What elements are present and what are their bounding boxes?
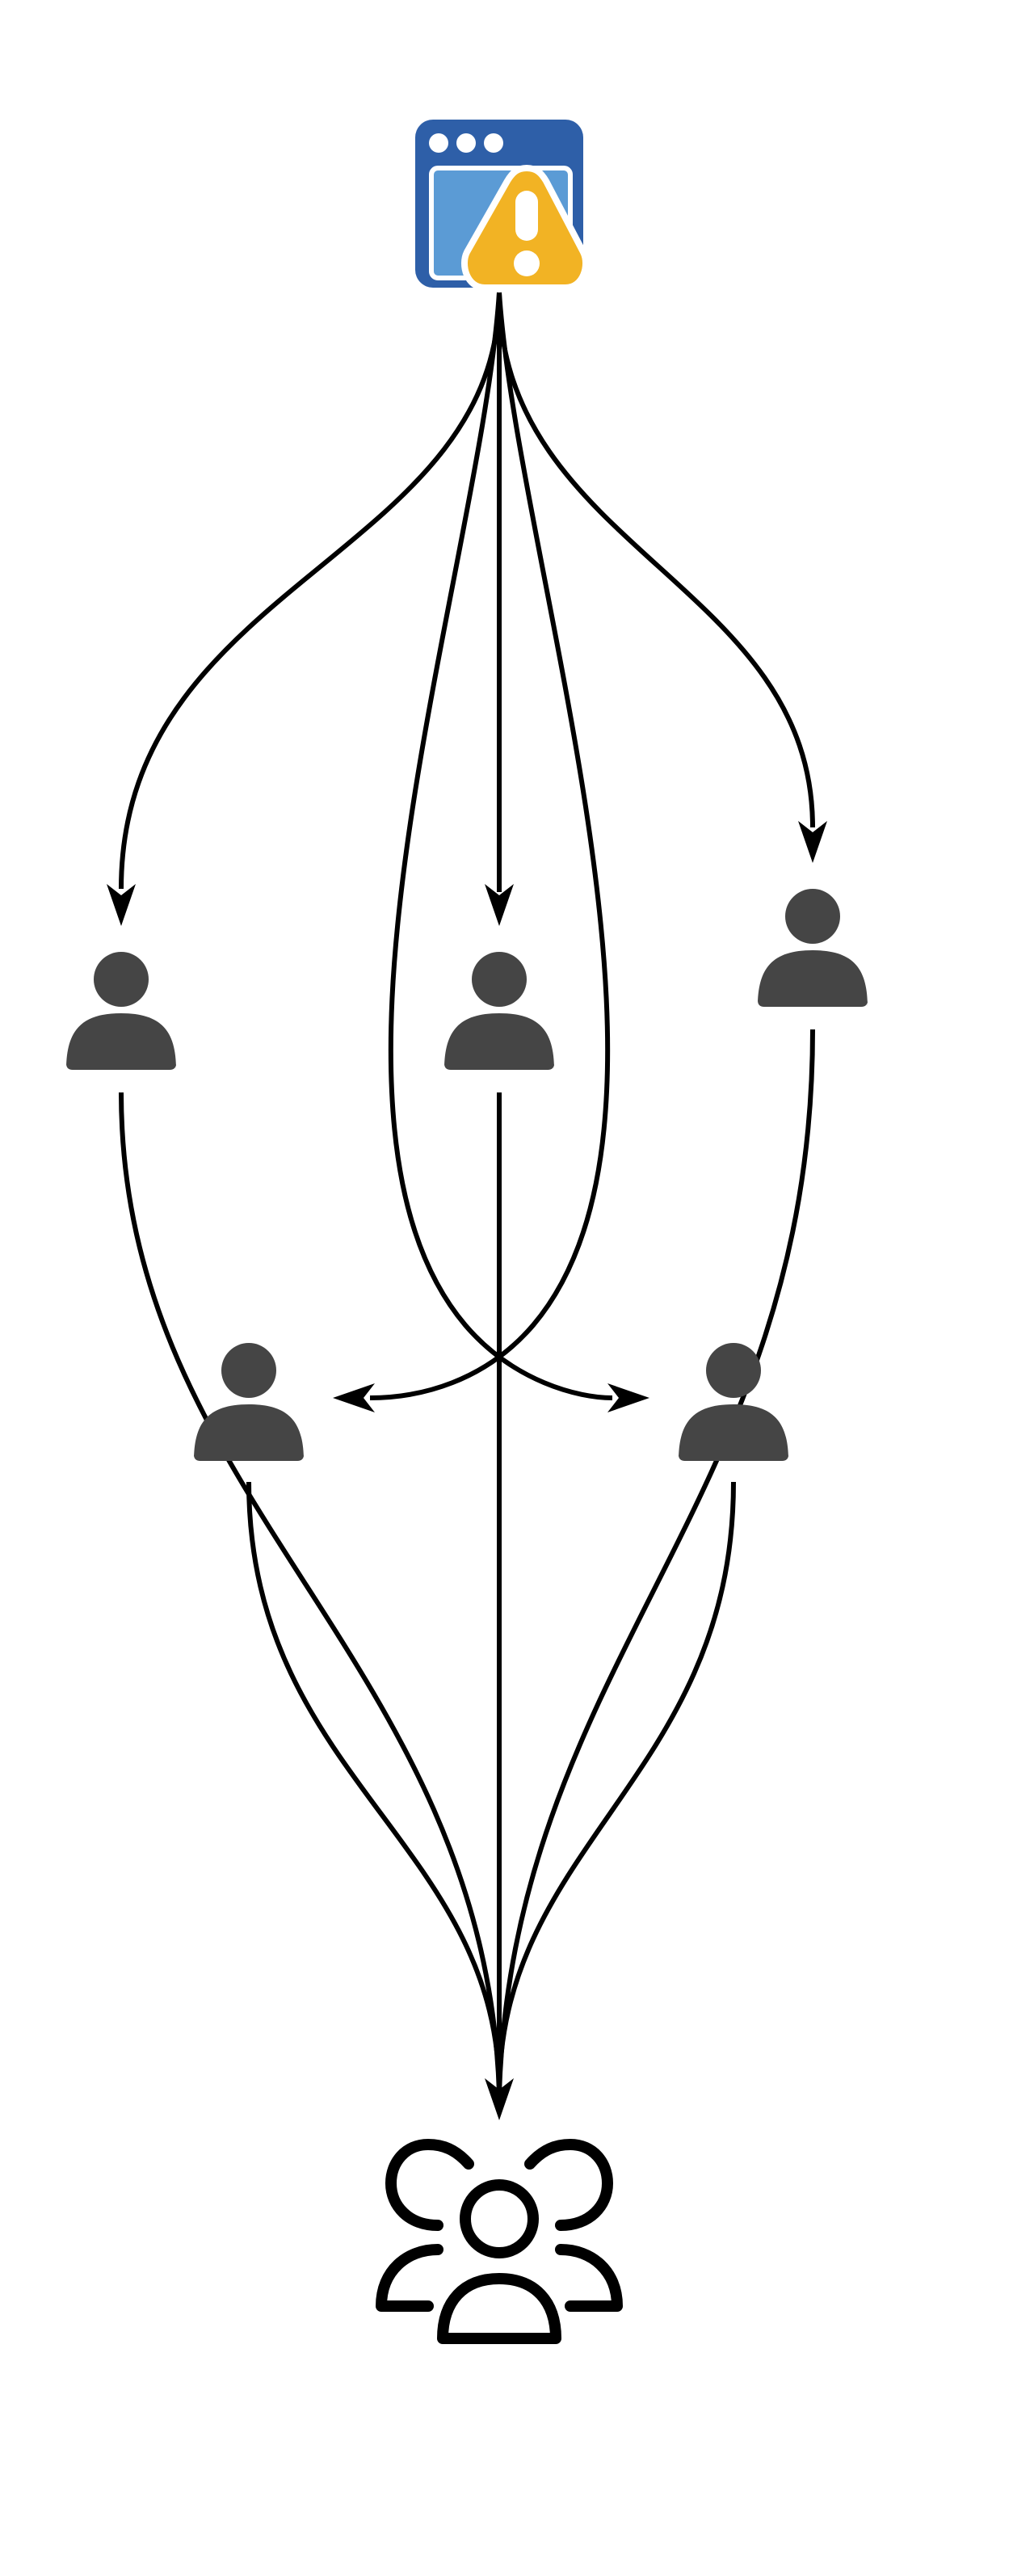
edge-source-to-person-lower-left xyxy=(369,292,611,1400)
person-lower-left-icon[interactable] xyxy=(194,1343,304,1461)
warning-mark-dot xyxy=(514,250,540,276)
edge-person-right-to-group xyxy=(497,1029,815,2094)
person-left-icon[interactable] xyxy=(66,952,176,1070)
person-body xyxy=(194,1404,304,1461)
person-body xyxy=(679,1404,788,1461)
person-head xyxy=(221,1343,276,1398)
arrowhead-group xyxy=(485,2078,514,2120)
group-left-head xyxy=(385,2139,474,2231)
person-center-icon[interactable] xyxy=(444,952,554,1070)
edge-source-to-person-lower-right xyxy=(388,292,613,1400)
person-head xyxy=(94,952,149,1007)
edge-person-left-to-group xyxy=(119,1092,502,2094)
arrowhead-person-center xyxy=(485,884,514,926)
edge-source-to-person-left xyxy=(119,292,502,890)
group-right-body xyxy=(555,2244,623,2312)
group-center-body xyxy=(437,2273,561,2344)
arrowhead-person-left xyxy=(107,884,136,926)
group-left-body xyxy=(376,2244,443,2312)
warning-mark-bar xyxy=(515,191,538,241)
window-dot-2 xyxy=(456,133,476,153)
edge-person-lower-left-to-group xyxy=(246,1481,502,2094)
edge-person-lower-right-to-group xyxy=(497,1481,736,2094)
person-lower-right-icon[interactable] xyxy=(679,1343,788,1461)
edge-source-to-person-right xyxy=(497,292,815,828)
person-body xyxy=(444,1013,554,1070)
edges xyxy=(107,292,827,2120)
group-center-head xyxy=(460,2179,539,2258)
group-right-head xyxy=(524,2139,613,2231)
arrowhead-person-right xyxy=(798,821,827,863)
window-warning-icon[interactable] xyxy=(415,120,589,291)
window-dot-3 xyxy=(484,133,503,153)
arrowhead-person-lower-right xyxy=(607,1383,649,1412)
person-body xyxy=(66,1013,176,1070)
arrowhead-person-lower-left xyxy=(333,1383,375,1412)
person-head xyxy=(706,1343,761,1398)
group-icon[interactable] xyxy=(376,2139,623,2344)
person-right-icon[interactable] xyxy=(758,889,868,1007)
person-body xyxy=(758,950,868,1007)
window-dot-1 xyxy=(429,133,448,153)
person-head xyxy=(785,889,840,944)
person-head xyxy=(472,952,527,1007)
